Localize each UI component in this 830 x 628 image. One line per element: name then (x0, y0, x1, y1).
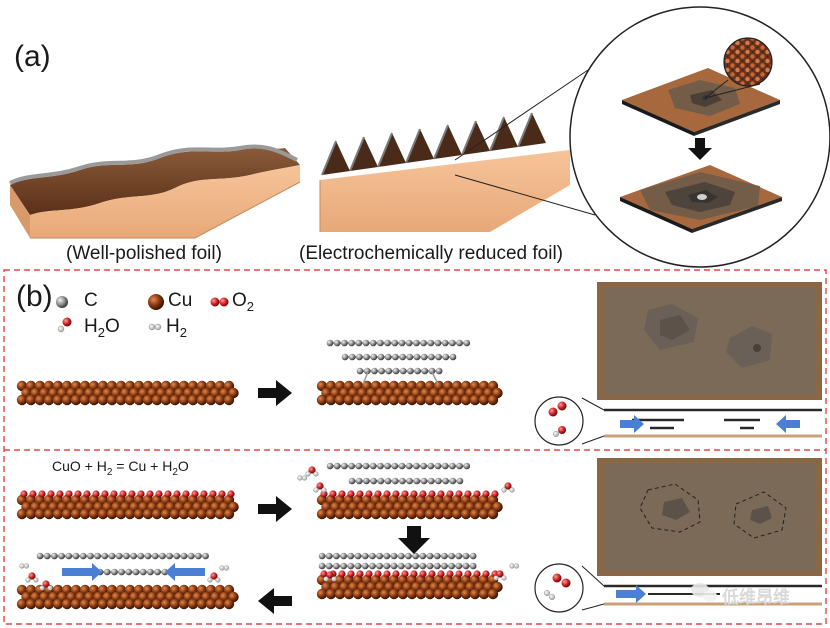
legend-o2-icon (210, 297, 229, 307)
ridge (518, 113, 546, 147)
legend-h2o-label: H2O (84, 316, 120, 340)
zoom-line-bottom (454, 174, 596, 216)
ridge-edge (517, 112, 533, 148)
graphene-b3-top (318, 552, 477, 560)
legend-cu-icon (148, 294, 164, 310)
cu-slab-b2-right (316, 494, 503, 520)
graphene-b4-top (36, 552, 209, 560)
optical-image-bottom (597, 458, 822, 576)
zoom-line-top (454, 69, 589, 161)
water-molecule (323, 571, 337, 582)
foil-graphene-sheet (9, 144, 298, 185)
hydrogen-molecule (19, 563, 30, 569)
reduced-foil-front (320, 150, 570, 232)
graphene-b3-mid (318, 562, 477, 570)
zoom-down-arrow (688, 138, 712, 160)
graphene-layer-mid (341, 353, 457, 361)
cuo-oxygen-b2-right (320, 490, 499, 498)
legend-o2-label: O2 (232, 290, 255, 314)
watermark-text: 低维昂维 (722, 588, 790, 607)
legend-c-label: C (84, 290, 98, 311)
cu-slab-b3-right (316, 574, 503, 600)
legend-h2-icon (148, 323, 162, 331)
ridge-edge (433, 124, 449, 160)
foil-front-side (30, 165, 300, 238)
ridge (322, 141, 350, 175)
graphene-layer-top (326, 339, 471, 347)
magnifier-bottom (534, 563, 584, 613)
hydrogen-molecule (509, 563, 520, 569)
ridge-edge (461, 120, 477, 156)
atomic-models (16, 339, 520, 610)
reaction-equation: CuO + H2 = Cu + H2O (52, 458, 189, 478)
graphene-edge-link (362, 371, 369, 385)
water-molecule (493, 570, 507, 581)
graphene-b2-top (326, 462, 471, 470)
hydrogen-molecule (297, 475, 308, 481)
panel-a-label: (a) (14, 40, 51, 73)
water-molecule (501, 482, 515, 493)
graphene-b4-mid (96, 568, 169, 576)
caption-well-polished: (Well-polished foil) (66, 243, 222, 264)
ridge (350, 137, 378, 171)
legend-c-icon (56, 296, 68, 308)
foil-left-side (10, 185, 30, 238)
side-view-bottom (581, 565, 822, 611)
legend-cu-label: Cu (168, 290, 193, 311)
reduced-foil-ridges (321, 112, 546, 176)
blue-arrows-left (62, 563, 205, 581)
legend-icons (56, 294, 229, 333)
ridge-edge (405, 128, 421, 164)
cuo-oxygen-b2-left (20, 490, 235, 498)
side-view-top (581, 397, 822, 445)
water-molecule (305, 466, 319, 477)
ridge-edge (377, 132, 393, 168)
hydrogen-molecule (219, 565, 230, 571)
ridge-edge (321, 140, 337, 176)
ridge-edge (489, 116, 505, 152)
ridge (434, 125, 462, 159)
caption-electro-reduced: (Electrochemically reduced foil) (299, 243, 563, 264)
magnifier-top (534, 396, 584, 446)
panel-b-label: (b) (16, 280, 53, 313)
ridge-edge (349, 136, 365, 172)
arrow-b1 (258, 380, 292, 406)
water-molecule (313, 482, 327, 493)
panel-b-frame (3, 269, 827, 625)
water-molecule (25, 572, 39, 583)
water-molecule (207, 572, 221, 583)
lattice-zoom-circle (724, 38, 772, 86)
foil-top-surface (10, 148, 300, 215)
cu-slab-b2-left (16, 494, 239, 520)
process-arrows (258, 380, 430, 614)
graphene-b2-mid (348, 477, 464, 485)
ridge (490, 117, 518, 151)
water-molecule (39, 580, 53, 591)
ridge (406, 129, 434, 163)
cu-slab-b1-right (316, 380, 503, 406)
well-polished-foil (9, 144, 301, 239)
ridge (378, 133, 406, 167)
arrow-b3-down (398, 526, 430, 554)
zoom-circle (569, 6, 830, 268)
ridge (462, 121, 490, 155)
optical-image-top (597, 282, 822, 400)
watermark-logo (691, 583, 717, 602)
electro-reduced-foil (319, 150, 570, 232)
cu-slab-b4-left (16, 584, 239, 610)
graphene-layer-bottom (356, 367, 443, 375)
arrow-b2 (258, 496, 292, 522)
cu-slab-b1-left (16, 380, 239, 406)
graphene-edge-link (431, 371, 439, 385)
arrow-b4-left (258, 588, 292, 614)
legend-h2-label: H2 (166, 316, 187, 340)
legend-h2o-icon (57, 317, 72, 333)
